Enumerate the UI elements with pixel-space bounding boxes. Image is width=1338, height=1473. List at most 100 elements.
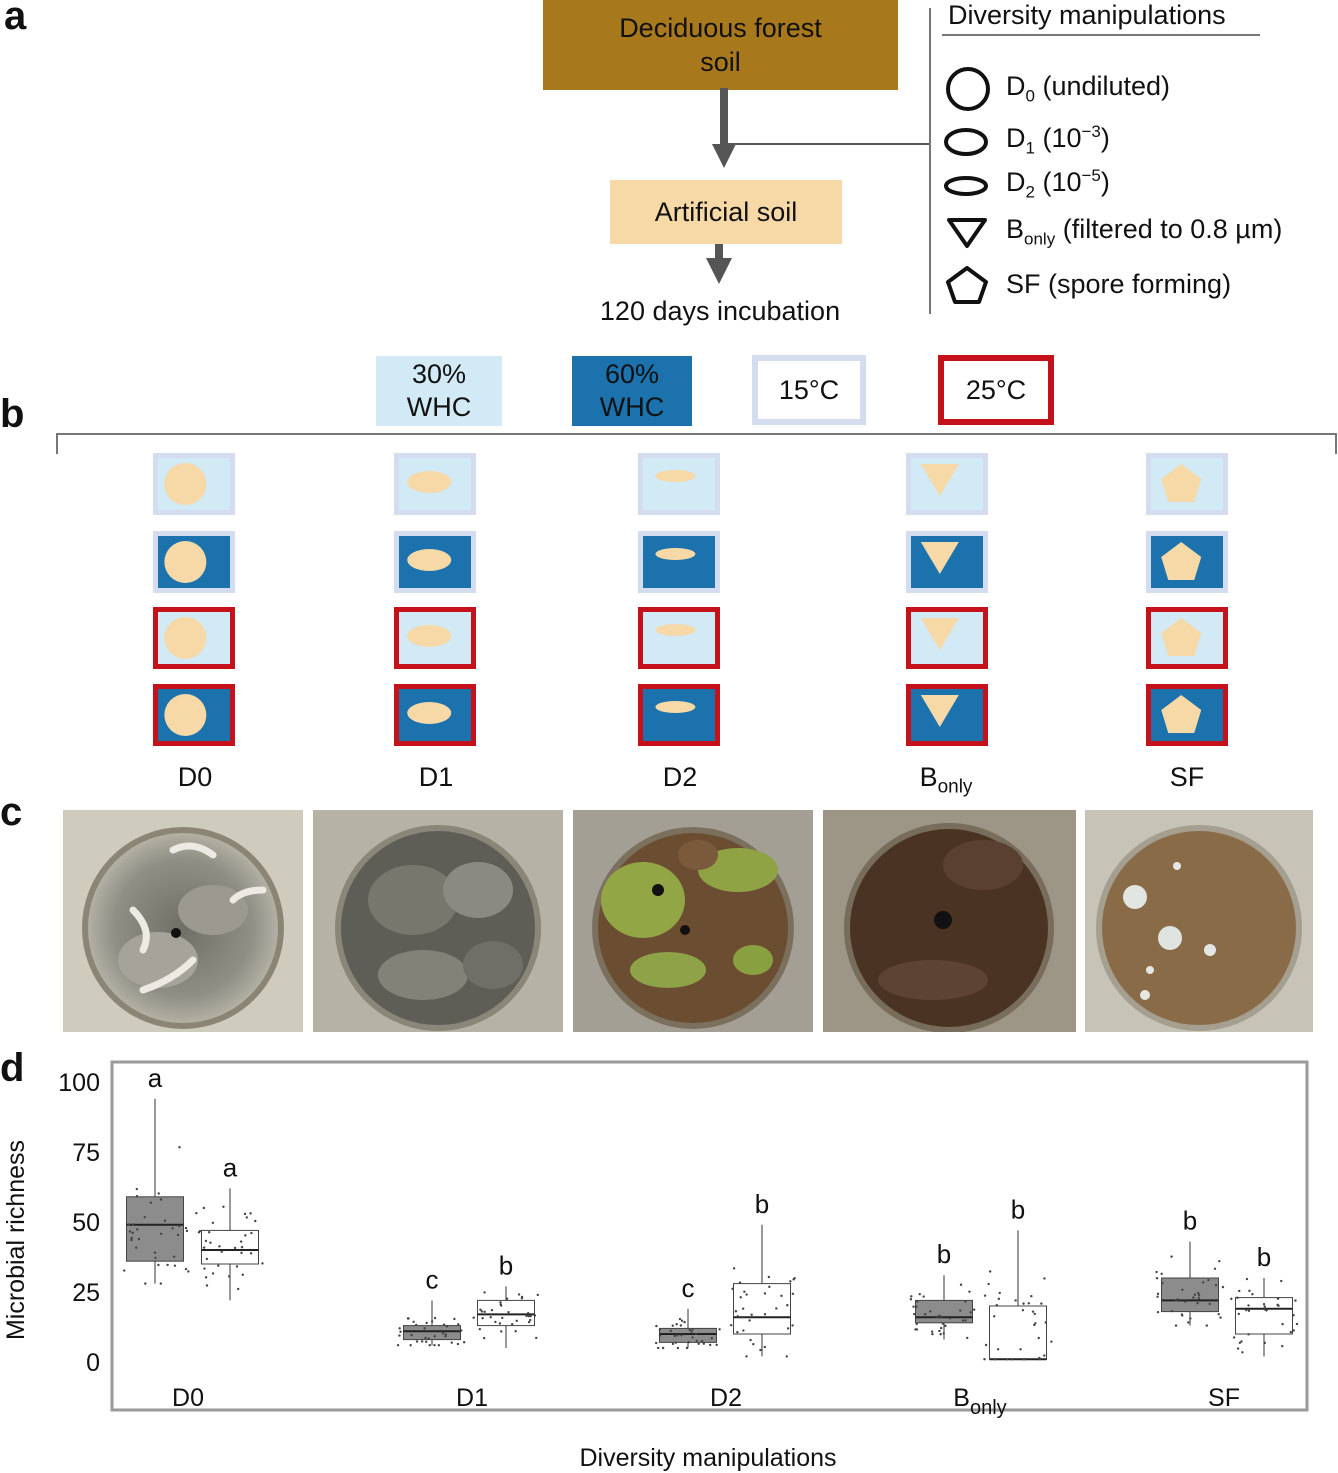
significance-letter: b (1257, 1242, 1271, 1272)
data-point (656, 1346, 660, 1350)
legend-item-d2: D2 (10−5) (942, 166, 1110, 202)
data-point (250, 1231, 253, 1235)
data-point (208, 1231, 211, 1234)
data-point (741, 1307, 745, 1310)
data-point (218, 1245, 221, 1248)
treatment-cell-d1-30whc-25c (394, 607, 476, 669)
data-point (241, 1273, 244, 1276)
legend-item-sf: SF (spore forming) (942, 262, 1231, 306)
data-point (742, 1329, 745, 1332)
data-point (445, 1325, 449, 1328)
column-label-bonly: Bonly (919, 762, 973, 798)
data-point (433, 1316, 437, 1320)
photo-d2 (573, 810, 813, 1032)
box (201, 1229, 259, 1265)
x-tick-label: D1 (456, 1384, 488, 1412)
data-point (1248, 1289, 1251, 1293)
treatment-shape (1161, 695, 1202, 733)
data-point (964, 1300, 967, 1303)
data-point (428, 1344, 431, 1347)
box (1161, 1277, 1219, 1313)
data-point (768, 1285, 771, 1289)
data-point (204, 1276, 208, 1279)
data-point (969, 1311, 972, 1314)
data-point (718, 1328, 721, 1331)
data-point (734, 1310, 738, 1313)
data-point (159, 1282, 163, 1285)
legend-item-bonly: Bonly (filtered to 0.8 µm) (942, 212, 1282, 252)
data-point (750, 1313, 753, 1316)
data-point (135, 1187, 139, 1191)
data-point (1276, 1303, 1279, 1307)
data-point (494, 1320, 497, 1324)
treatment-cell-d2-30whc-15c (638, 453, 720, 515)
treatment-shape (164, 463, 207, 505)
data-point (922, 1295, 925, 1298)
x-tick-label: D2 (710, 1384, 742, 1412)
data-point (685, 1346, 689, 1350)
data-point (939, 1326, 943, 1330)
data-point (501, 1316, 504, 1320)
column-label-d2: D2 (662, 762, 698, 792)
data-point (702, 1342, 706, 1345)
data-point (135, 1246, 138, 1249)
data-point (729, 1323, 733, 1327)
circle-icon (946, 67, 990, 111)
data-point (195, 1211, 198, 1215)
treatment-cell-sf-60whc-25c (1146, 684, 1228, 746)
data-point (909, 1298, 913, 1301)
data-point (1171, 1309, 1174, 1313)
treatment-shape (920, 464, 959, 496)
condition-30-whc: 30%WHC (376, 356, 502, 426)
data-point (1187, 1321, 1190, 1324)
data-point (450, 1341, 453, 1344)
data-point (409, 1344, 412, 1347)
treatment-cell-d2-60whc-15c (638, 531, 720, 593)
data-point (1236, 1296, 1239, 1299)
data-point (254, 1219, 257, 1223)
data-point (425, 1321, 428, 1325)
data-point (135, 1194, 139, 1198)
treatment-shape (164, 541, 207, 583)
data-point (775, 1307, 778, 1310)
bracket (56, 433, 1337, 454)
x-tick-label: D0 (172, 1384, 204, 1412)
data-point (1292, 1314, 1295, 1317)
data-point (529, 1314, 532, 1318)
data-point (163, 1219, 167, 1222)
legend-underline (942, 34, 1260, 36)
box (915, 1299, 973, 1324)
data-point (983, 1294, 987, 1297)
data-point (159, 1198, 163, 1201)
treatment-cell-d0-30whc-25c (153, 607, 235, 669)
significance-letter: a (223, 1152, 238, 1182)
data-point (913, 1312, 916, 1316)
data-point (1240, 1340, 1243, 1343)
data-point (786, 1304, 789, 1307)
data-point (1201, 1281, 1205, 1284)
data-point (460, 1329, 463, 1332)
data-point (240, 1251, 243, 1255)
data-point (433, 1344, 436, 1347)
data-point (968, 1290, 971, 1293)
data-point (499, 1303, 502, 1306)
data-point (935, 1315, 939, 1319)
data-point (527, 1320, 531, 1324)
data-point (457, 1323, 460, 1326)
data-point (533, 1314, 537, 1317)
data-point (178, 1146, 181, 1149)
treatment-cell-d0-60whc-15c (153, 531, 235, 593)
treatment-cell-sf-30whc-25c (1146, 607, 1228, 669)
data-point (1155, 1277, 1159, 1280)
data-point (993, 1315, 996, 1318)
data-point (128, 1230, 132, 1233)
data-point (1217, 1312, 1220, 1316)
photo-sf (1085, 810, 1313, 1032)
data-point (130, 1238, 133, 1242)
data-point (931, 1332, 934, 1336)
data-point (209, 1241, 212, 1244)
treatment-cell-bonly-60whc-25c (906, 684, 988, 746)
data-point (525, 1314, 528, 1317)
data-point (959, 1283, 963, 1286)
data-point (217, 1264, 220, 1267)
